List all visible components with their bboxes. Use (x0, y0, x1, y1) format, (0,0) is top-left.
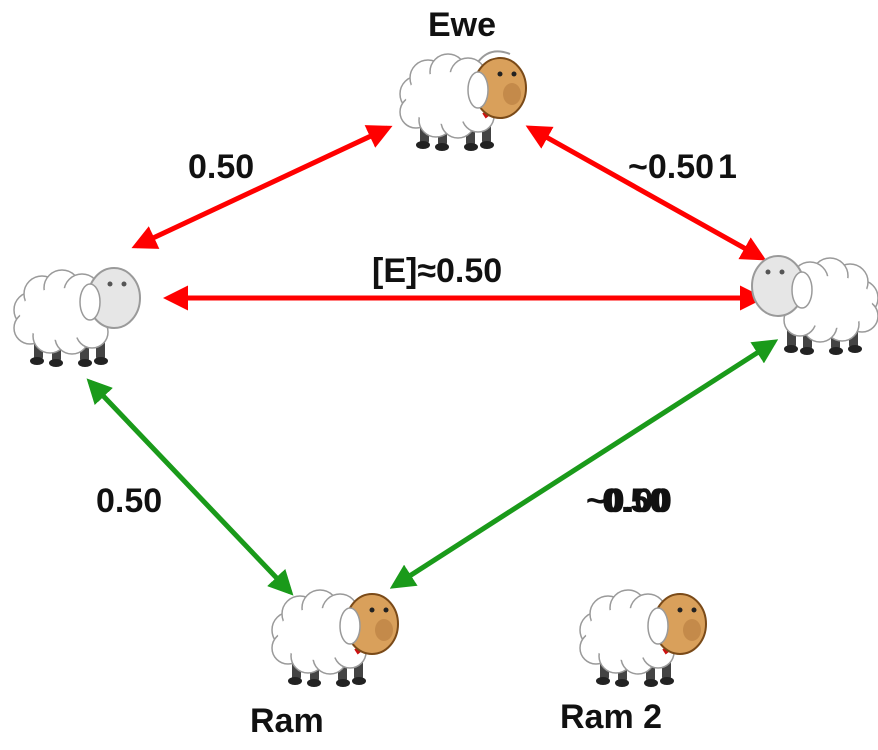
ram-sheep-icon (271, 589, 399, 688)
ram2-sheep-icon (579, 589, 707, 688)
ram2-label: Ram 2 (560, 698, 663, 736)
ewe-sheep-icon (399, 50, 527, 152)
left-sheep-icon (13, 267, 141, 368)
edge-label-ram-right-b: 0.50 (602, 482, 669, 520)
edge-label-ram-left: 0.50 (96, 482, 163, 520)
arrow-ram-left (86, 378, 294, 596)
ram-label: Ram (250, 702, 324, 740)
edge-label-left-right: [E]≈0.50 (372, 252, 503, 290)
edge-label-ram-right-a: ~0.00 (586, 482, 673, 520)
ewe-label: Ewe (428, 6, 497, 44)
arrow-ewe-left (131, 125, 393, 249)
arrow-ram-right (389, 339, 779, 589)
arrow-ewe-right (525, 125, 767, 261)
edge-label-ewe-right-a: ~0.50 (628, 148, 715, 186)
right-sheep-icon (751, 255, 878, 356)
edge-label-ewe-right-b: 1 (718, 148, 737, 186)
edge-label-ewe-left: 0.50 (188, 148, 255, 186)
